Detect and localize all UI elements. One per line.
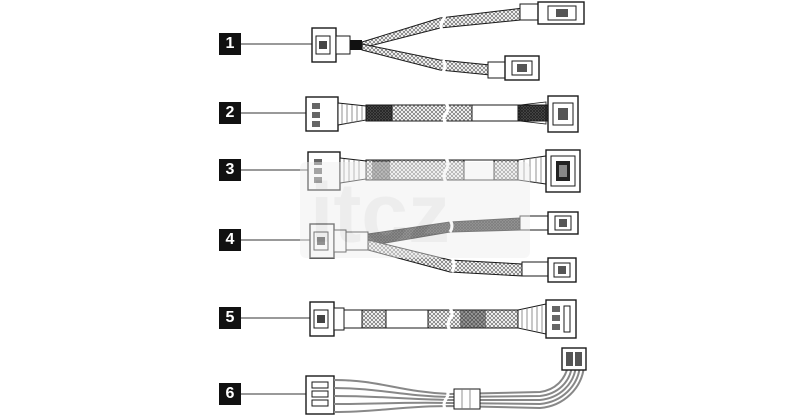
cable-1 xyxy=(241,1,585,81)
cable-number-badge-3: 3 xyxy=(219,159,241,181)
cable-2 xyxy=(241,95,579,133)
cable-number-badge-4: 4 xyxy=(219,229,241,251)
cable-number-badge-5: 5 xyxy=(219,307,241,329)
cable-5 xyxy=(241,299,577,339)
cable-number-badge-1: 1 xyxy=(219,33,241,55)
cable-number-badge-6: 6 xyxy=(219,383,241,405)
cable-3 xyxy=(241,149,581,193)
cable-number-badge-2: 2 xyxy=(219,102,241,124)
cable-4 xyxy=(241,211,579,283)
cable-1-left-connector xyxy=(311,27,362,63)
cable-6 xyxy=(241,347,587,415)
